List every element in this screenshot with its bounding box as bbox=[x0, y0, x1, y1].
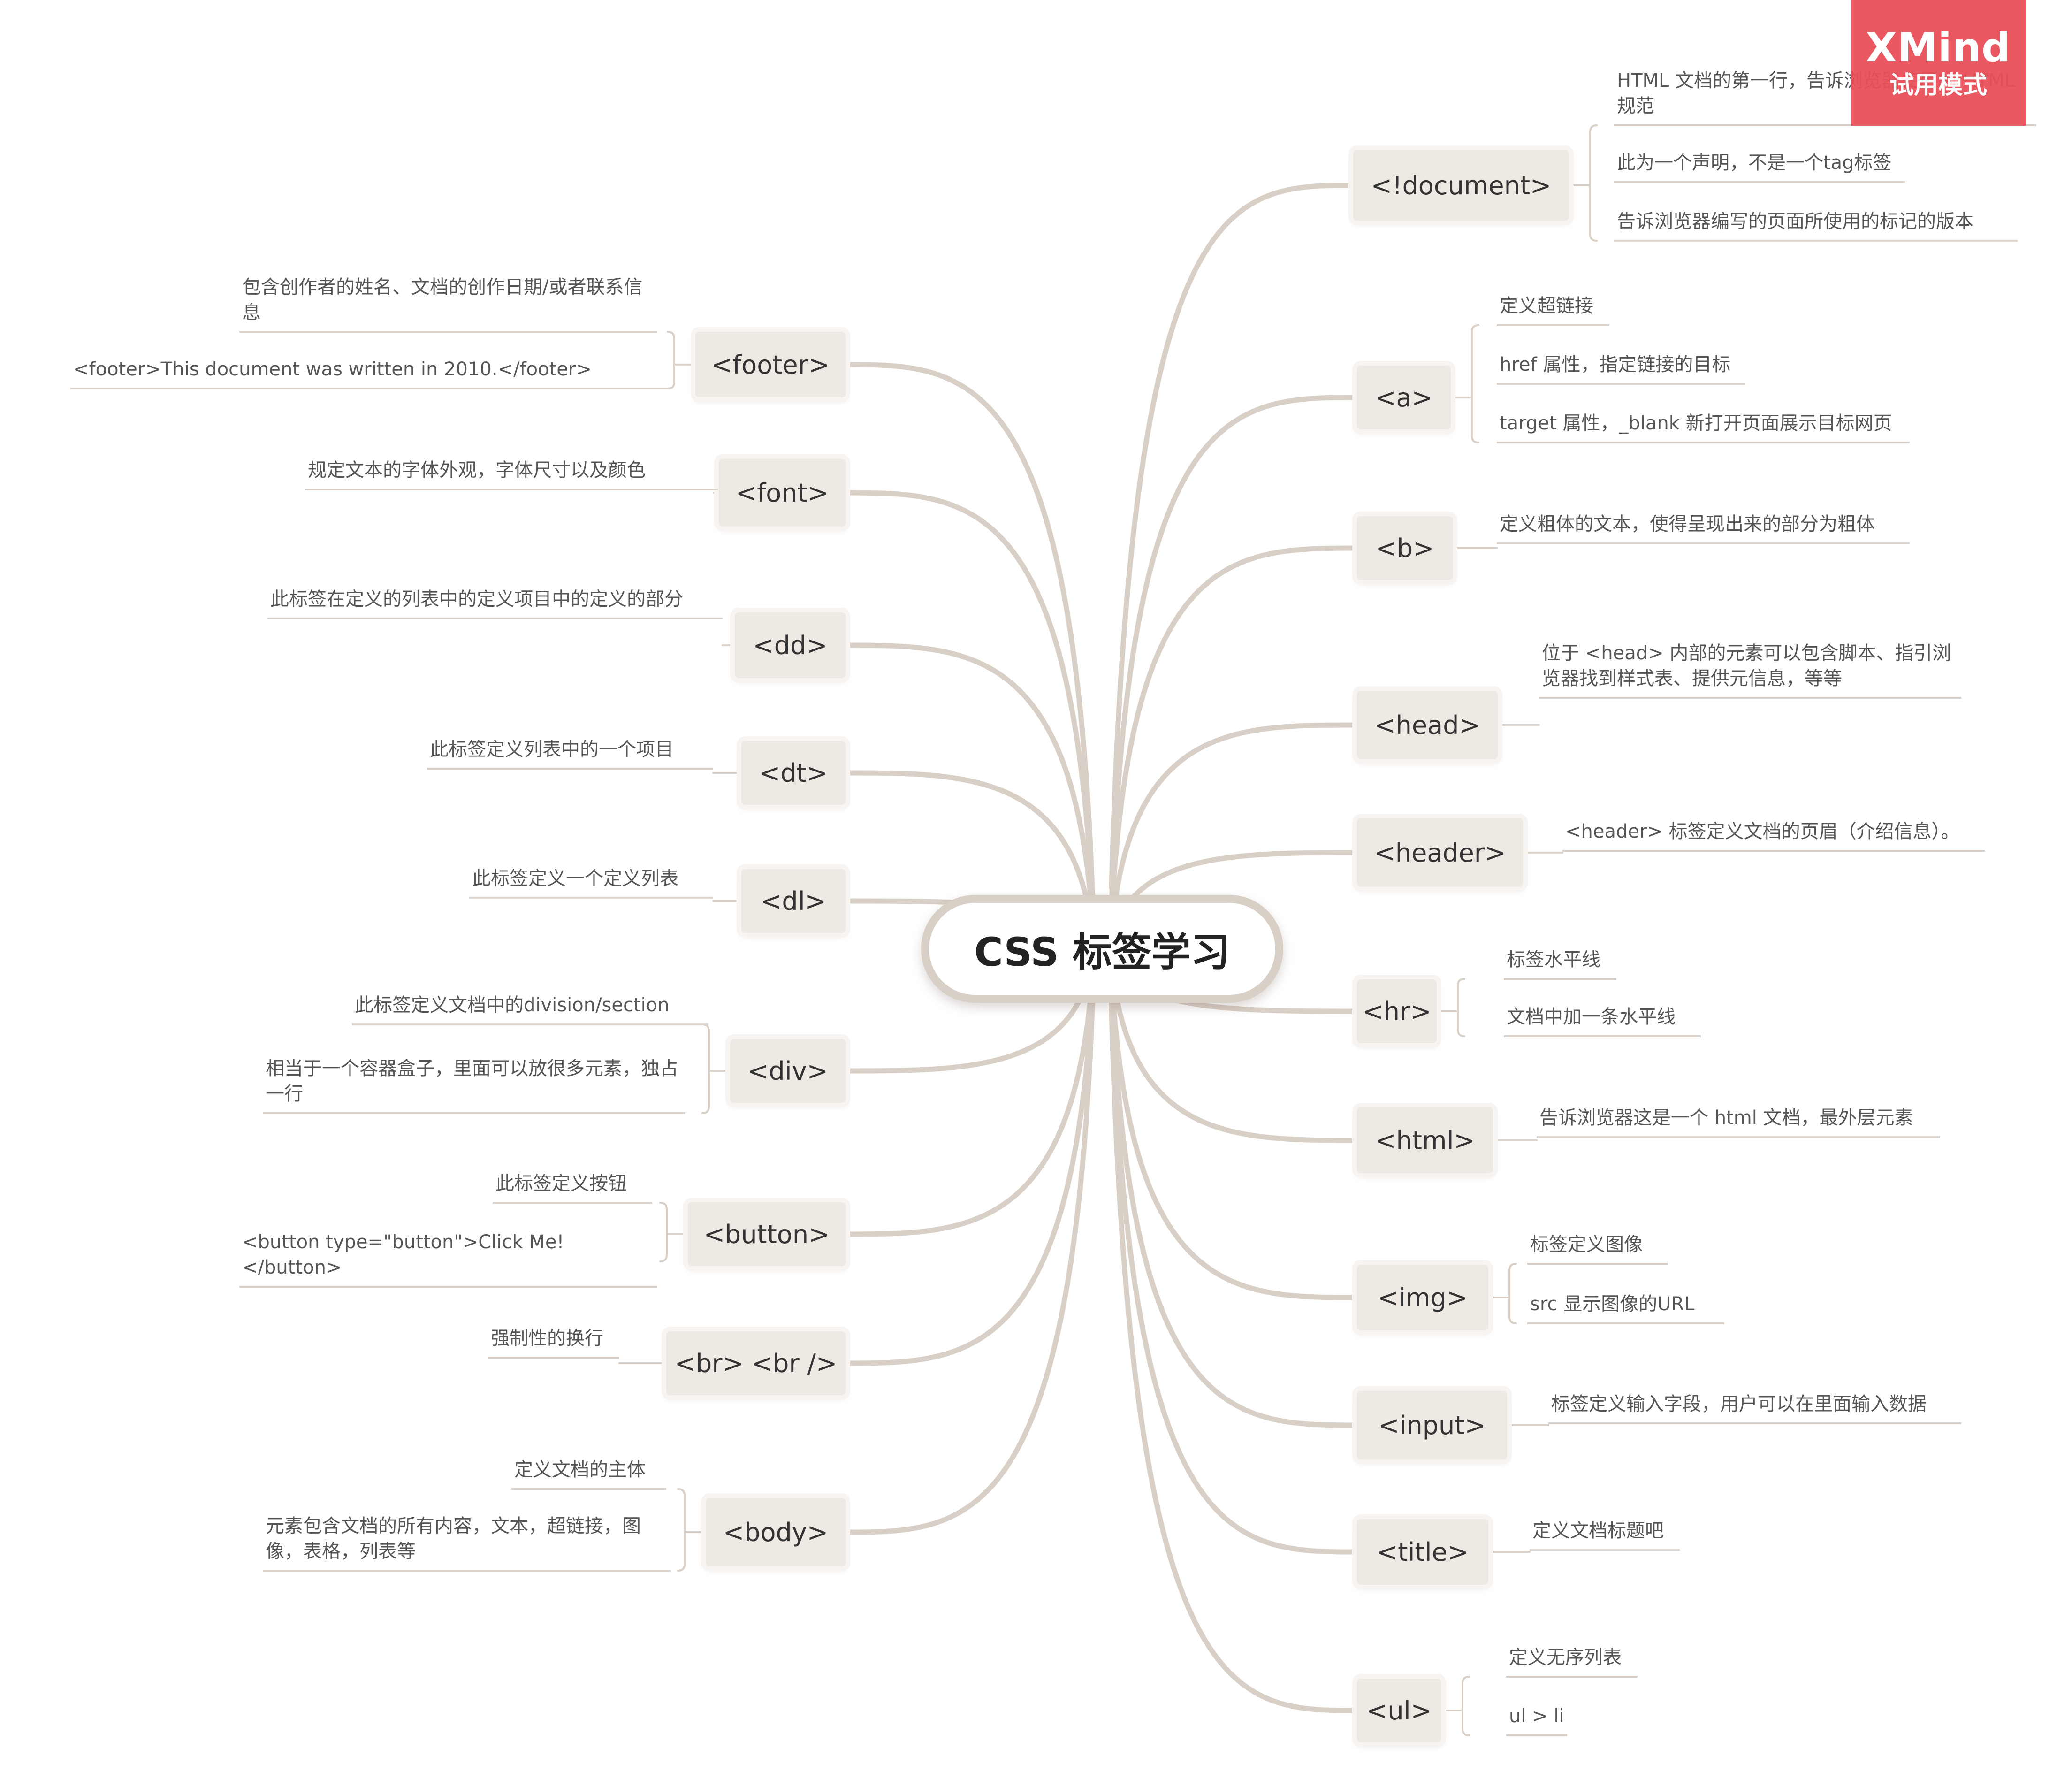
a-note-3: target 属性，_blank 新打开页面展示目标网页 bbox=[1497, 411, 1910, 443]
connector-html bbox=[1109, 962, 1360, 1143]
document-bracket bbox=[1589, 124, 1598, 242]
topic-document[interactable]: <!document> bbox=[1353, 150, 1569, 221]
footer-note-1: 包含创作者的姓名、文档的创作日期/或者联系信息 bbox=[239, 275, 657, 333]
topic-button[interactable]: <button> bbox=[688, 1202, 846, 1266]
body-note-2: 元素包含文档的所有内容，文本，超链接，图像，表格，列表等 bbox=[263, 1513, 671, 1572]
connector-font bbox=[843, 490, 1096, 915]
a-note-2: href 属性，指定链接的目标 bbox=[1497, 352, 1745, 385]
document-note-2: 此为一个声明，不是一个tag标签 bbox=[1614, 150, 1905, 183]
a-bracket bbox=[1471, 324, 1479, 443]
button-bracket bbox=[659, 1202, 668, 1262]
div-bracket bbox=[701, 1023, 710, 1114]
topic-br-br[interactable]: <br> <br /> bbox=[666, 1331, 846, 1395]
topic-title[interactable]: <title> bbox=[1357, 1519, 1488, 1585]
topic-input[interactable]: <input> bbox=[1357, 1391, 1507, 1459]
ul-note-1: 定义无序列表 bbox=[1506, 1645, 1638, 1678]
div-note-2: 相当于一个容器盒子，里面可以放很多元素，独占一行 bbox=[263, 1056, 685, 1114]
hr-bracket bbox=[1457, 978, 1465, 1037]
br-br-note-1: 强制性的换行 bbox=[488, 1326, 619, 1359]
topic-a[interactable]: <a> bbox=[1357, 366, 1451, 429]
dl-note-1: 此标签定义一个定义列表 bbox=[469, 866, 713, 899]
connector-b bbox=[1109, 545, 1360, 920]
connector-a bbox=[1109, 395, 1360, 908]
dd-note-1: 此标签在定义的列表中的定义项目中的定义的部分 bbox=[267, 587, 723, 619]
footer-note-2: <footer>This document was written in 201… bbox=[70, 357, 671, 389]
topic-font[interactable]: <font> bbox=[719, 459, 846, 527]
connector-dt bbox=[843, 770, 1096, 938]
topic-body[interactable]: <body> bbox=[706, 1498, 846, 1566]
hr-note-2: 文档中加一条水平线 bbox=[1504, 1004, 1701, 1037]
topic-dl[interactable]: <dl> bbox=[741, 869, 846, 933]
topic-hr[interactable]: <hr> bbox=[1357, 979, 1437, 1043]
connector-body bbox=[843, 993, 1096, 1535]
connector-footer bbox=[843, 362, 1096, 905]
topic-header[interactable]: <header> bbox=[1357, 818, 1523, 887]
button-note-2: <button type="button">Click Me!</button> bbox=[239, 1230, 657, 1288]
topic-head[interactable]: <head> bbox=[1357, 691, 1498, 759]
font-note-1: 规定文本的字体外观，字体尺寸以及颜色 bbox=[305, 458, 718, 490]
head-note-1: 位于 <head> 内部的元素可以包含脚本、指引浏览器找到样式表、提供元信息，等… bbox=[1539, 641, 1961, 699]
topic-html[interactable]: <html> bbox=[1357, 1107, 1493, 1173]
connector-img bbox=[1109, 974, 1360, 1300]
body-note-1: 定义文档的主体 bbox=[511, 1457, 666, 1490]
img-bracket bbox=[1508, 1263, 1517, 1324]
body-bracket bbox=[677, 1488, 686, 1572]
footer-bracket bbox=[667, 331, 675, 389]
connector-dd bbox=[843, 642, 1096, 927]
topic-ul[interactable]: <ul> bbox=[1357, 1679, 1441, 1742]
central-topic[interactable]: CSS 标签学习 bbox=[921, 895, 1283, 1003]
connector-title bbox=[1109, 994, 1360, 1555]
connector-document bbox=[1109, 183, 1356, 891]
hr-note-1: 标签水平线 bbox=[1504, 947, 1616, 980]
watermark-mode: 试用模式 bbox=[1889, 71, 1987, 99]
topic-footer[interactable]: <footer> bbox=[695, 332, 846, 397]
ul-note-2: ul > li bbox=[1506, 1703, 1567, 1736]
title-note-1: 定义文档标题吧 bbox=[1530, 1518, 1680, 1551]
img-note-2: src 显示图像的URL bbox=[1527, 1291, 1724, 1324]
connector-head bbox=[1109, 722, 1360, 934]
topic-b[interactable]: <b> bbox=[1357, 516, 1453, 580]
input-note-1: 标签定义输入字段，用户可以在里面输入数据 bbox=[1548, 1391, 1961, 1424]
dt-note-1: 此标签定义列表中的一个项目 bbox=[427, 737, 713, 770]
div-note-1: 此标签定义文档中的division/section bbox=[352, 993, 708, 1025]
html-note-1: 告诉浏览器这是一个 html 文档，最外层元素 bbox=[1537, 1105, 1940, 1138]
connector-button bbox=[843, 969, 1096, 1237]
topic-dd[interactable]: <dd> bbox=[735, 612, 846, 678]
img-note-1: 标签定义图像 bbox=[1527, 1232, 1668, 1265]
topic-dt[interactable]: <dt> bbox=[741, 741, 846, 805]
button-note-1: 此标签定义按钮 bbox=[493, 1171, 652, 1204]
ul-bracket bbox=[1462, 1676, 1470, 1736]
topic-img[interactable]: <img> bbox=[1357, 1265, 1488, 1330]
connector-ul bbox=[1109, 1007, 1360, 1713]
connector-br-br bbox=[843, 979, 1096, 1366]
topic-div[interactable]: <div> bbox=[730, 1039, 846, 1103]
xmind-trial-watermark: XMind 试用模式 bbox=[1851, 0, 2026, 126]
watermark-brand: XMind bbox=[1866, 24, 2011, 71]
a-note-1: 定义超链接 bbox=[1497, 293, 1609, 326]
header-note-1: <header> 标签定义文档的页眉（介绍信息）。 bbox=[1562, 819, 1985, 852]
b-note-1: 定义粗体的文本，使得呈现出来的部分为粗体 bbox=[1497, 512, 1910, 544]
document-note-3: 告诉浏览器编写的页面所使用的标记的版本 bbox=[1614, 209, 2018, 242]
connector-input bbox=[1109, 984, 1360, 1428]
